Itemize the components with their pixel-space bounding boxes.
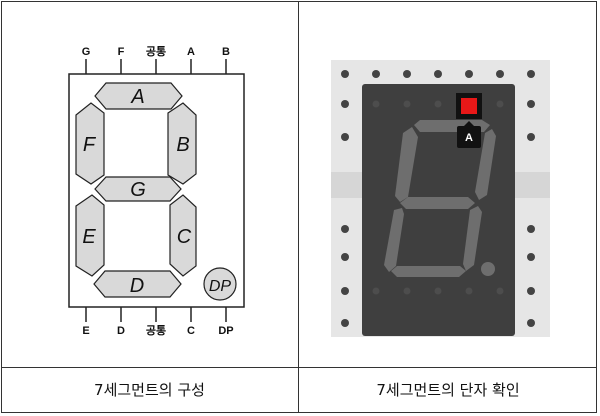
top-pin-label-common: 공통 [146,45,166,58]
display-pin-dot [465,287,473,295]
bottom-pin-lines [85,307,227,322]
segment-label-g: G [130,179,146,201]
breadboard-diagram: A [331,60,550,337]
pin-tooltip-arrow [464,121,474,126]
segment-d [93,270,182,298]
top-pin-label-a: A [187,46,195,58]
top-pin-label-f: F [118,46,125,58]
top-pin-label-g: G [82,46,91,58]
breadboard-hole [341,225,349,233]
display-segment-dp [481,262,495,276]
breadboard-hole [434,70,442,78]
breadboard-hole [341,287,349,295]
pin-tooltip-label: A [465,132,473,144]
caption-left: 7세그먼트의 구성 [94,381,205,399]
segment-c [169,194,197,277]
bottom-pin-label-e: E [82,325,89,337]
display-pin-dots [372,100,504,295]
bottom-pin-label-c: C [187,325,195,337]
bottom-pin-label-common: 공통 [146,324,166,337]
display-segment-f [395,127,418,202]
top-pin-label-b: B [222,46,230,58]
segment-label-e: E [82,226,96,248]
segment-e [75,194,105,277]
breadboard-hole [341,100,349,108]
display-digit [384,120,496,277]
segment-label-dp: DP [209,278,232,295]
display-segment-c [463,206,482,271]
display-segment-g [400,197,475,209]
divider-horizontal [1,367,597,368]
bottom-pin-label-d: D [117,325,125,337]
segment-dp [203,267,237,301]
segment-structure-diagram: G F 공통 A B E D 공통 C DP A [68,45,245,337]
display-pin-dot [496,287,504,295]
breadboard-hole [527,70,535,78]
breadboard-hole [465,70,473,78]
breadboard-hole [403,70,411,78]
segment-f [75,102,105,185]
breadboard-hole [372,70,380,78]
display-pin-dot [372,100,380,108]
breadboard-hole [527,287,535,295]
breadboard-hole [341,70,349,78]
breadboard-hole [496,70,504,78]
segment-label-b: B [176,134,189,156]
breadboard-hole [527,253,535,261]
segment-label-f: F [83,134,97,156]
display-pin-dot [372,287,380,295]
segment-b [167,102,197,185]
breadboard-hole [527,100,535,108]
display-segment-b [475,129,496,200]
display-pin-dot [403,100,411,108]
display-pin-dot [434,287,442,295]
segment-a [94,82,183,110]
breadboard-hole [527,133,535,141]
pin-tooltip [457,126,481,148]
segment-label-a: A [130,86,144,108]
display-pin-dot [496,100,504,108]
segment-label-d: D [130,275,144,297]
display-segment-e [384,208,404,272]
top-pin-lines [85,59,227,74]
breadboard-hole [341,253,349,261]
display-segment-d [391,266,466,277]
breadboard-hole [341,133,349,141]
breadboard-hole [527,225,535,233]
segment-g [94,176,182,202]
divider-vertical [298,1,299,413]
highlighted-pin[interactable] [461,98,477,114]
display-pin-dot [434,100,442,108]
breadboard-hole [341,319,349,327]
breadboard-hole [527,319,535,327]
display-pin-dot [403,287,411,295]
caption-right: 7세그먼트의 단자 확인 [376,381,520,399]
segment-label-c: C [177,226,192,248]
bottom-pin-label-dp: DP [218,325,233,337]
